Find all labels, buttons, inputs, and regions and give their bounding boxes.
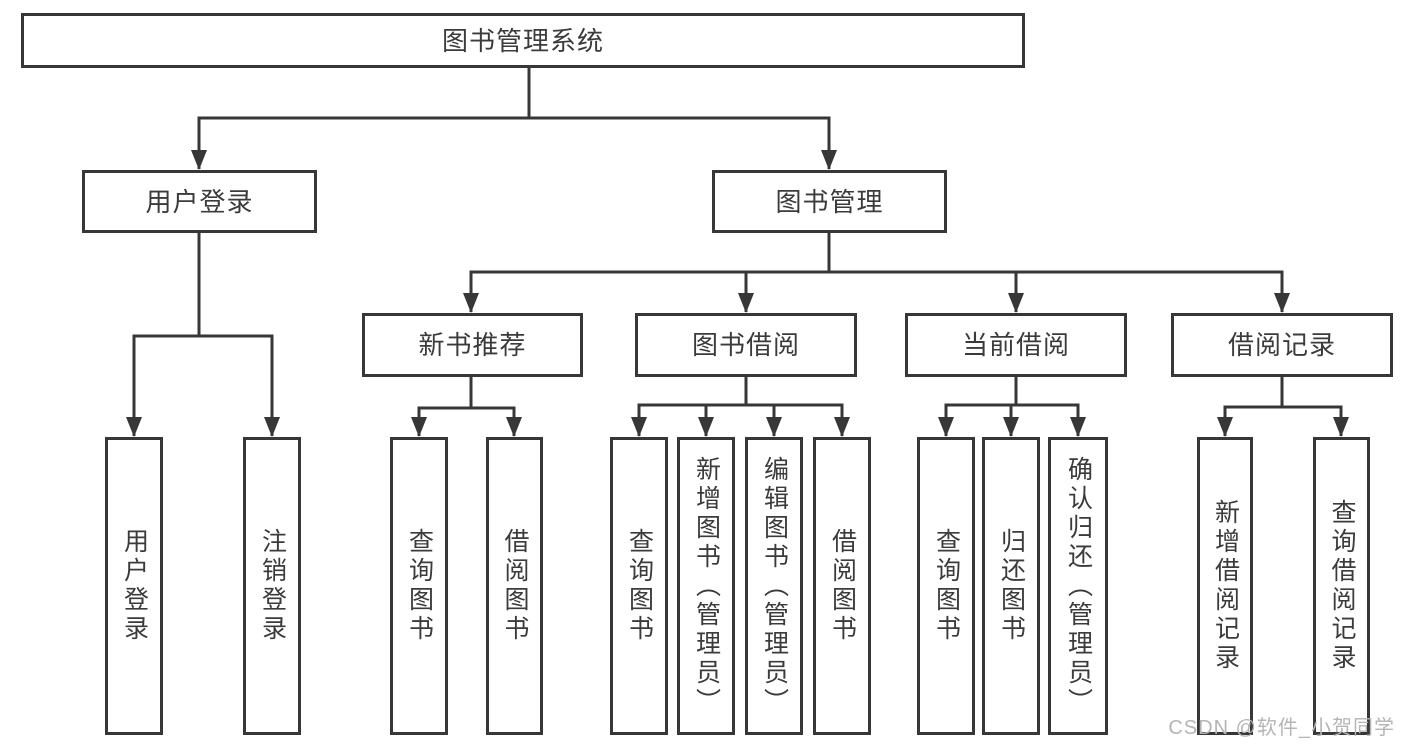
node-borrow-records: 借阅记录 [1171, 313, 1393, 377]
book-management-branch-line [469, 233, 1284, 274]
leaf-query-book-borrow: 查询图书 [610, 437, 668, 735]
leaf-edit-book-admin: 编辑图书（管理员） [745, 437, 803, 735]
node-current-borrow: 当前借阅 [905, 313, 1127, 377]
current-borrow-branch-line [944, 377, 1080, 407]
leaf-add-borrow-record: 新增借阅记录 [1197, 437, 1253, 735]
leaf-query-borrow-record: 查询借阅记录 [1313, 437, 1370, 735]
leaf-query-book-recommend: 查询图书 [390, 437, 448, 735]
root-branch-line [197, 68, 831, 120]
node-user-login: 用户登录 [82, 170, 317, 233]
leaf-borrow-book-recommend: 借阅图书 [486, 437, 543, 735]
user-login-branch-line [132, 233, 274, 338]
watermark: CSDN @软件_小贺同学 [1168, 717, 1395, 739]
node-root-system: 图书管理系统 [21, 13, 1025, 68]
node-book-management: 图书管理 [712, 170, 947, 233]
node-new-book-recommend: 新书推荐 [362, 313, 583, 377]
leaf-query-book-current: 查询图书 [917, 437, 975, 735]
leaf-return-book: 归还图书 [982, 437, 1040, 735]
node-book-borrow: 图书借阅 [635, 313, 857, 377]
leaf-user-login: 用户登录 [105, 437, 163, 735]
new-book-branch-line [417, 377, 516, 410]
borrow-records-branch-line [1223, 377, 1343, 409]
leaf-add-book-admin: 新增图书（管理员） [677, 437, 735, 735]
book-borrow-branch-line [637, 377, 844, 407]
leaf-borrow-book: 借阅图书 [813, 437, 871, 735]
leaf-confirm-return-admin: 确认归还（管理员） [1048, 437, 1108, 735]
leaf-logout: 注销登录 [243, 437, 301, 735]
